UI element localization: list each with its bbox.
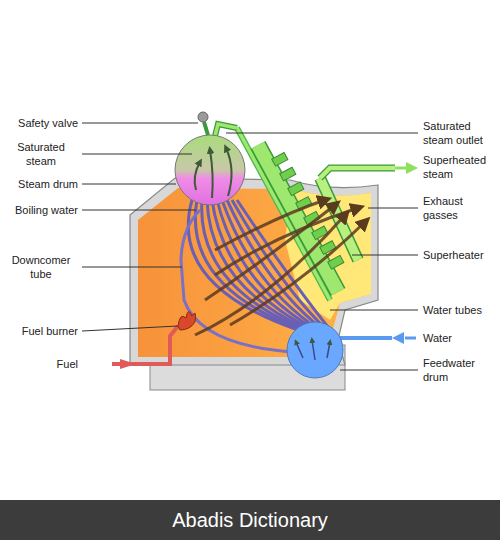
label: Boiling water [4, 203, 78, 217]
leader-lines-part [352, 255, 418, 256]
label: Steam drum [4, 177, 78, 191]
label: Fuel [4, 357, 78, 371]
leader-lines-part [82, 123, 198, 124]
steam-drum-part [198, 112, 208, 122]
watermark-bar [0, 500, 500, 540]
steam-drum-part [204, 122, 208, 135]
label: Feedwater drum [423, 356, 495, 384]
steam-drum-part [195, 148, 232, 198]
feedwater-drum-part [287, 322, 343, 378]
superheater-part-part [328, 255, 344, 269]
feedwater-drum-part-part [296, 342, 303, 358]
leader-lines-part [340, 370, 418, 371]
superheater [237, 128, 395, 300]
superheater-part-part [272, 153, 288, 167]
steam-drum-part [175, 135, 245, 205]
watermark: Abadis Dictionary [0, 508, 500, 532]
flow-arrows-part [120, 359, 136, 369]
leader-lines-part [82, 326, 178, 331]
exhaust-gas-arrows [195, 200, 365, 335]
label: Water tubes [423, 303, 495, 317]
flow-arrows [120, 162, 418, 369]
feedwater-drum-part [340, 336, 392, 340]
fuel-burner-part [112, 326, 178, 364]
leader-lines [82, 123, 418, 370]
leader-lines-part [330, 310, 418, 311]
superheater-part [320, 168, 395, 178]
leader-lines-part [82, 184, 176, 185]
superheater-part-part [288, 182, 304, 196]
label: Saturated steam outlet [423, 119, 495, 147]
label: Superheated steam [423, 153, 495, 181]
steam-drum-part [215, 124, 237, 136]
feedwater-drum-part-part [327, 342, 330, 358]
downcomer-tube [181, 210, 292, 352]
exhaust-gas-arrows-part [205, 205, 335, 300]
watermark-bar-part [0, 500, 500, 540]
steam-drum-part [215, 124, 237, 136]
label: Superheater [423, 248, 495, 262]
leader-lines-part [368, 208, 418, 209]
exhaust-gas-arrows-part [215, 208, 358, 275]
label: Safety valve [4, 116, 78, 130]
leader-lines-part [82, 267, 182, 268]
flow-arrows-part [406, 162, 418, 174]
feedwater-drum-part [296, 340, 330, 360]
exhaust-gas-arrows-part [215, 200, 325, 250]
leader-lines-part [82, 154, 192, 155]
superheater-part-part [280, 167, 296, 181]
label: Saturated steam [4, 140, 78, 168]
steam-drum [175, 112, 245, 205]
leader-lines-part [226, 133, 418, 134]
downcomer-tube-part [181, 210, 292, 352]
label: Exhaust gasses [423, 194, 495, 222]
superheater-part [320, 168, 395, 178]
label: Fuel burner [4, 324, 78, 338]
label: Water [423, 331, 495, 345]
fuel-burner-part [178, 311, 196, 330]
feedwater-drum-part-part [312, 340, 315, 360]
flow-arrows-part [405, 337, 416, 340]
superheater-part [237, 128, 330, 300]
steam-drum-part-part [226, 148, 232, 196]
flow-arrows-part [392, 332, 404, 344]
fuel-burner [112, 311, 196, 364]
leader-lines-part [82, 210, 196, 211]
superheater-part [237, 128, 330, 300]
steam-drum-part-part [195, 162, 200, 190]
steam-drum-part-part [210, 150, 213, 198]
label: Downcomer tube [4, 253, 78, 281]
